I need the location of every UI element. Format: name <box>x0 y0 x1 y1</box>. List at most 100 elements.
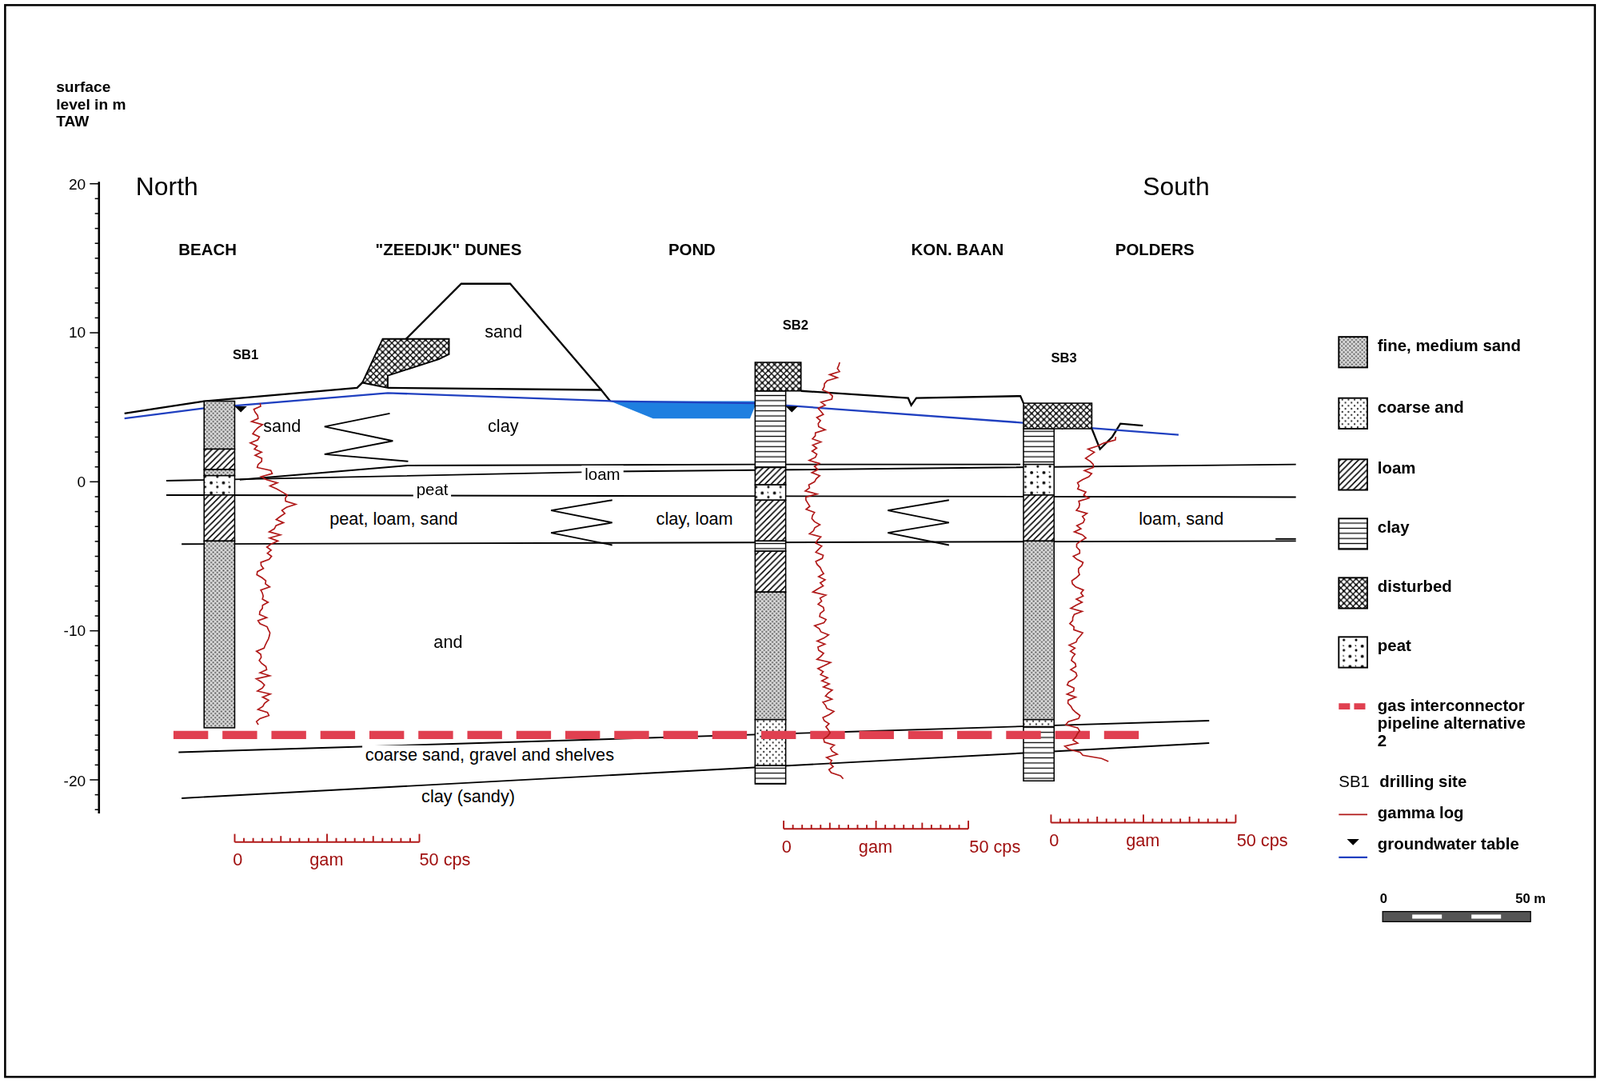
gamma-scale-tick <box>1161 817 1163 822</box>
gamma-scale-tick <box>930 824 933 829</box>
axis-tick <box>95 391 100 394</box>
axis-tick <box>95 570 100 572</box>
zone-name: KON. BAAN <box>911 240 1005 260</box>
layer-label: peat <box>413 480 451 499</box>
gamma-scale-tick <box>298 837 300 842</box>
gamma-scale-tick <box>1105 817 1108 822</box>
layer-label: clay <box>487 416 519 437</box>
axis-tick <box>95 794 100 796</box>
layer-label: peat, loam, sand <box>326 509 461 530</box>
borehole-segment <box>1023 464 1054 495</box>
axis-tick <box>95 734 100 736</box>
gamma-scale-tick <box>1049 813 1052 822</box>
gamma-scale-tick <box>893 824 896 829</box>
axis-tick <box>89 183 99 185</box>
gamma-scale-tick <box>326 833 328 842</box>
axis-tick <box>95 659 100 662</box>
gamma-scale-tick <box>884 824 886 829</box>
layer-label: clay (sandy) <box>418 786 519 807</box>
axis-title: surface level in m TAW <box>55 77 136 130</box>
gamma-scale-tick <box>271 837 273 842</box>
scale-bar-label: 0 <box>1380 891 1388 907</box>
legend-sample <box>1338 577 1368 608</box>
borehole-segment <box>203 475 235 495</box>
zone-name: "ZEEDIJK" DUNES <box>375 240 523 260</box>
axis-tick <box>95 704 100 707</box>
gamma-scale-tick <box>289 837 292 842</box>
layer-label: loam <box>581 465 623 484</box>
gamma-scale-tick <box>1225 817 1228 822</box>
gamma-scale-tick <box>234 833 236 842</box>
borehole-segment <box>754 550 786 592</box>
gamma-scale-tick <box>307 837 310 842</box>
gamma-scale-tick <box>279 835 282 842</box>
axis-tick <box>95 764 100 767</box>
gamma-scale-tick <box>1096 816 1098 823</box>
borehole-segment <box>203 540 235 728</box>
axis-tick <box>95 510 100 513</box>
axis-tick <box>95 317 100 320</box>
legend-text: gamma log <box>1377 804 1531 822</box>
layer-label: loam, sand <box>1135 509 1227 530</box>
direction-label: South <box>1142 171 1209 201</box>
borehole-segment <box>754 391 786 468</box>
gamma-scale-tick <box>381 837 384 842</box>
legend-sample <box>1338 398 1368 429</box>
borehole-segment <box>754 719 786 766</box>
gamma-scale-label: 50 cps <box>418 849 471 870</box>
axis-tick <box>95 614 100 617</box>
legend-text: groundwater table <box>1377 834 1531 853</box>
drilling-site: SB1 <box>232 347 259 364</box>
legend-text: clay <box>1377 518 1531 536</box>
gamma-scale-tick <box>344 837 347 842</box>
gamma-log <box>250 402 296 725</box>
axis-tick <box>95 495 100 498</box>
axis-tick <box>95 198 100 200</box>
gamma-scale-tick <box>1133 817 1135 822</box>
gamma-scale-tick <box>810 824 813 829</box>
borehole-segment <box>1023 402 1093 429</box>
zone-name: BEACH <box>178 240 237 260</box>
gamma-scale-tick <box>782 820 785 829</box>
gamma-scale-tick <box>1142 813 1145 822</box>
axis-tick <box>95 674 100 677</box>
gamma-scale-tick <box>1059 817 1062 822</box>
axis-tick <box>95 645 100 647</box>
legend-text: loam <box>1377 458 1531 477</box>
borehole-segment <box>1023 428 1054 465</box>
borehole-segment <box>1023 494 1054 541</box>
gamma-scale-tick <box>847 824 850 829</box>
gamma-scale-tick <box>902 824 905 829</box>
gamma-scale-tick <box>243 837 245 842</box>
gamma-scale-tick <box>1234 813 1237 822</box>
axis-tick <box>89 481 99 483</box>
axis-value: -20 <box>63 771 87 790</box>
axis-tick <box>95 450 100 453</box>
gamma-scale-tick <box>967 820 970 829</box>
gamma-scale-label: 0 <box>1049 830 1059 851</box>
legend-site-sample: SB1 <box>1338 772 1370 791</box>
gamma-scale-label: 0 <box>782 836 792 857</box>
drilling-site: SB3 <box>1050 351 1077 367</box>
gamma-scale-tick <box>1087 817 1090 822</box>
borehole-segment <box>1023 540 1054 719</box>
legend-sample <box>1338 336 1368 368</box>
gamma-scale-tick <box>372 835 375 842</box>
legend-text: peat <box>1377 636 1531 655</box>
gamma-scale-label: gam <box>309 849 344 870</box>
gamma-scale-tick <box>1152 817 1154 822</box>
axis-tick <box>89 778 99 781</box>
gamma-scale-tick <box>875 820 878 829</box>
legend-sample <box>1338 458 1368 490</box>
legend-text: fine, medium sand <box>1377 336 1531 355</box>
axis-tick <box>95 272 100 275</box>
axis-tick <box>95 749 100 751</box>
gamma-scale-label: gam <box>858 836 893 857</box>
gamma-scale-tick <box>1077 817 1080 822</box>
zone-name: POLDERS <box>1115 240 1195 260</box>
axis-tick <box>95 466 100 468</box>
gamma-scale-tick <box>792 824 795 829</box>
gamma-scale-tick <box>1207 817 1209 822</box>
gamma-scale-tick <box>1197 817 1200 822</box>
